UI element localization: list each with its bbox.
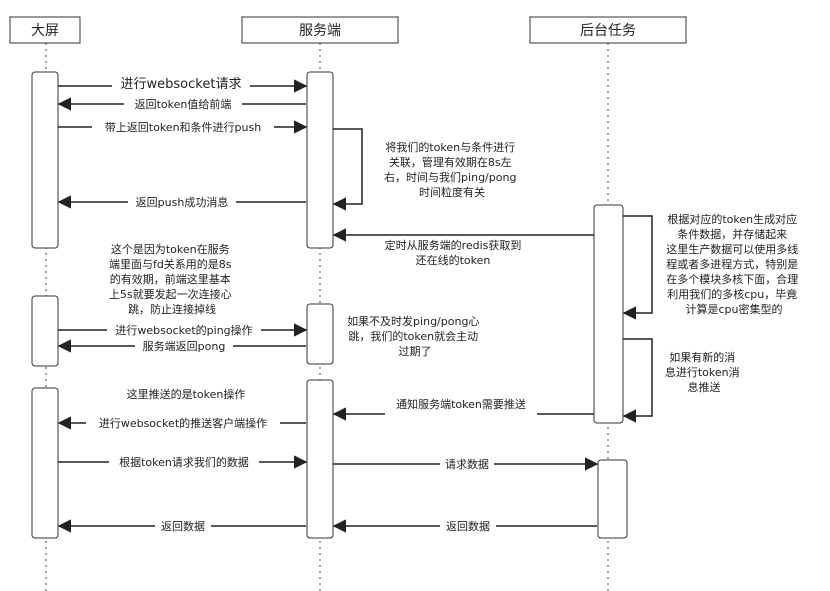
actor-screen-label: 大屏 xyxy=(31,23,59,39)
label-m7: 服务端返回pong xyxy=(143,340,226,353)
note-token-link-line: 右，时间与我们ping/pong xyxy=(384,170,516,184)
note-token-link-line: 将我们的token与条件进行 xyxy=(385,140,515,154)
note-expire-line: 如果不及时发ping/pong心 xyxy=(347,314,479,328)
label-m11: 请求数据 xyxy=(445,457,489,471)
note-heartbeat-line: 上5s就要发起一次连接心 xyxy=(109,287,232,301)
activation-screen-2 xyxy=(31,295,59,367)
activation-server-3 xyxy=(306,379,334,539)
note-expire-line: 跳，我们的token就会主动 xyxy=(348,329,478,343)
actor-screen: 大屏 xyxy=(9,16,81,44)
label-m2: 返回token值给前端 xyxy=(135,97,232,111)
label-m12: 返回数据 xyxy=(161,519,205,533)
note-heartbeat: 这个是因为token在服务 端里面与fd关系用的是8s 的有效期，前端这里基本 … xyxy=(109,242,235,316)
message-labels: 进行websocket请求 返回token值给前端 带上返回token和条件进行… xyxy=(86,75,537,533)
note-generate-data-line: 利用我们的多核cpu，毕竟 xyxy=(667,287,797,301)
note-push-token-line: 这里推送的是token操作 xyxy=(127,387,246,401)
note-push-token: 这里推送的是token操作 xyxy=(127,387,246,401)
label-m1: 进行websocket请求 xyxy=(121,77,242,92)
note-generate-data-line: 计算是cpu密集型的 xyxy=(685,302,782,316)
note-generate-data-line: 条件数据，并存储起来 xyxy=(677,227,787,241)
note-expire: 如果不及时发ping/pong心 跳，我们的token就会主动 过期了 xyxy=(347,314,483,358)
arrow-self-backend-2 xyxy=(622,338,653,423)
note-heartbeat-line: 这个是因为token在服务 xyxy=(111,242,230,256)
label-m8: 通知服务端token需要推送 xyxy=(396,397,526,411)
activation-screen-1 xyxy=(31,71,59,249)
activation-screen-3 xyxy=(31,387,59,539)
note-new-message: 如果有新的消 息进行token消 息推送 xyxy=(665,350,743,394)
note-generate-data-line: 程或者多进程方式，特别是 xyxy=(666,257,798,271)
arrow-self-server xyxy=(332,128,363,211)
label-m3: 带上返回token和条件进行push xyxy=(105,120,261,134)
note-generate-data: 根据对应的token生成对应 条件数据，并存储起来 这里生产数据可以使用多线 程… xyxy=(666,212,802,316)
label-m13: 返回数据 xyxy=(446,519,490,533)
actor-backend-label: 后台任务 xyxy=(580,23,636,39)
label-m5: 定时从服务端的redis获取到 xyxy=(385,238,522,252)
label-m4: 返回push成功消息 xyxy=(136,195,229,209)
notes: 将我们的token与条件进行 关联，管理有效期在8s左 右，时间与我们ping/… xyxy=(109,140,802,401)
note-heartbeat-line: 端里面与fd关系用的是8s xyxy=(109,257,232,271)
note-new-message-line: 息推送 xyxy=(688,380,721,394)
activation-backend-1 xyxy=(593,204,624,424)
note-heartbeat-line: 的有效期，前端这里基本 xyxy=(110,272,231,286)
activations xyxy=(31,71,628,539)
label-m10: 根据token请求我们的数据 xyxy=(119,455,249,469)
note-new-message-line: 如果有新的消 xyxy=(669,350,735,364)
actor-backend: 后台任务 xyxy=(529,16,687,44)
note-token-link-line: 关联，管理有效期在8s左 xyxy=(389,155,512,169)
label-m9: 进行websocket的推送客户端操作 xyxy=(99,416,267,430)
note-generate-data-line: 在多个模块多核下面，合理 xyxy=(666,272,798,286)
activation-server-1 xyxy=(306,71,334,249)
note-generate-data-line: 根据对应的token生成对应 xyxy=(667,212,797,226)
activation-backend-2 xyxy=(597,459,628,539)
actor-server: 服务端 xyxy=(241,16,399,44)
activation-server-2 xyxy=(306,303,334,365)
label-m5-line2: 还在线的token xyxy=(416,253,491,267)
note-expire-line: 过期了 xyxy=(399,345,432,358)
arrow-self-backend xyxy=(622,215,653,320)
label-m6: 进行websocket的ping操作 xyxy=(115,323,252,337)
note-heartbeat-line: 跳，防止连接掉线 xyxy=(128,302,216,316)
actor-server-label: 服务端 xyxy=(299,23,341,39)
note-token-link-line: 时间粒度有关 xyxy=(419,185,485,199)
note-generate-data-line: 这里生产数据可以使用多线 xyxy=(666,242,798,256)
note-new-message-line: 息进行token消 xyxy=(665,365,740,379)
note-token-link: 将我们的token与条件进行 关联，管理有效期在8s左 右，时间与我们ping/… xyxy=(384,140,520,199)
